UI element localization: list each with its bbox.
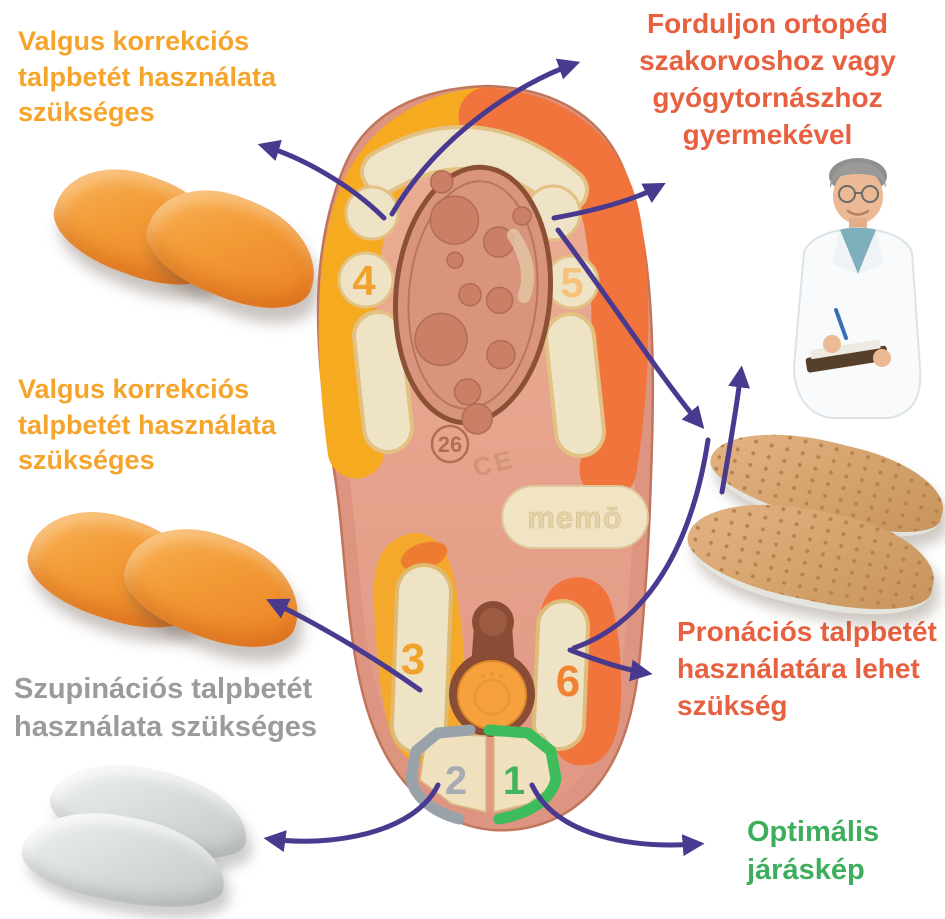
zone5-orange-band: [458, 87, 649, 499]
arrow-zone5-to-leather-insoles: [555, 227, 705, 430]
toe-arc-pad-ring: [360, 125, 589, 213]
label-optimalis: Optimális járáskép: [747, 816, 880, 887]
toe-pad-oval: [392, 164, 554, 435]
zone3-pad: [394, 567, 449, 751]
zone4-upper-pad: [344, 185, 400, 241]
zone6-pad: [536, 603, 586, 747]
arrow-zone6-to-pronacios: [567, 647, 653, 682]
gray-insoles-image: [16, 750, 270, 919]
zone4-lower-pad: [356, 314, 410, 450]
zone5-number: 5: [560, 259, 583, 306]
ce-mark: CE: [470, 443, 518, 482]
shoe-sole-figure: 4 5 26 CE mem: [316, 84, 655, 832]
arrow-zone5-to-doctor: [551, 182, 666, 221]
label-forduljon: Forduljon ortopéd szakorvoshoz vagy gyóg…: [639, 8, 896, 150]
zone1-green-band: [483, 724, 562, 825]
zone2-heel-pad: [419, 733, 487, 813]
brand-logo: memō: [527, 500, 622, 535]
zone6-pad-ring: [532, 599, 590, 751]
arrow-zone1-to-optimalis: [529, 782, 705, 857]
sole-outline: [316, 84, 655, 832]
label-valgus-mid: Valgus korrekciós talpbetét használata s…: [18, 374, 277, 476]
arrow-layer: [257, 58, 751, 857]
zone2-number: 2: [445, 759, 467, 803]
toe-arc-pad: [364, 129, 585, 209]
size-stamp-circle: [430, 424, 470, 464]
sole-body: [334, 97, 637, 813]
brand-pill: [501, 485, 649, 549]
zone5-pad: [544, 254, 600, 310]
zone3-number: 3: [401, 635, 425, 684]
zone3-top-cap: [400, 541, 448, 571]
label-valgus-top: Valgus korrekciós talpbetét használata s…: [18, 26, 277, 128]
zone4-lower-pad-ring: [352, 310, 414, 454]
zone5-upper-pad: [524, 184, 582, 242]
zone6-number: 6: [556, 657, 580, 706]
arrow-zone2-to-gray-insoles: [263, 782, 441, 852]
zone6-orange-area: [537, 577, 622, 766]
size-stamp: 26: [438, 432, 462, 457]
zone4-yellow-band: [318, 87, 516, 479]
zone5-lower-pad: [548, 316, 602, 454]
zone3-yellow-area: [373, 533, 466, 764]
zone4-number: 4: [352, 257, 376, 304]
zone5-lower-pad-ring: [544, 312, 606, 458]
orange-insoles-mid-image: [16, 492, 317, 667]
leather-insoles-image: [678, 414, 945, 631]
zone4-pad: [337, 251, 395, 309]
arrow-toe-to-forduljon: [389, 58, 581, 217]
label-pronacios: Pronációs talpbetét használatára lehet s…: [677, 616, 937, 721]
label-szupinacios: Szupinációs talpbetét használata szükség…: [14, 673, 318, 744]
orange-insoles-top-image: [42, 149, 334, 333]
zone2-gray-band: [405, 724, 476, 825]
zone3-pad-ring: [390, 563, 453, 755]
keyhole-plug: [449, 601, 535, 737]
zone1-heel-pad: [493, 733, 561, 813]
zone1-number: 1: [503, 759, 525, 803]
doctor-photo: [792, 158, 922, 419]
